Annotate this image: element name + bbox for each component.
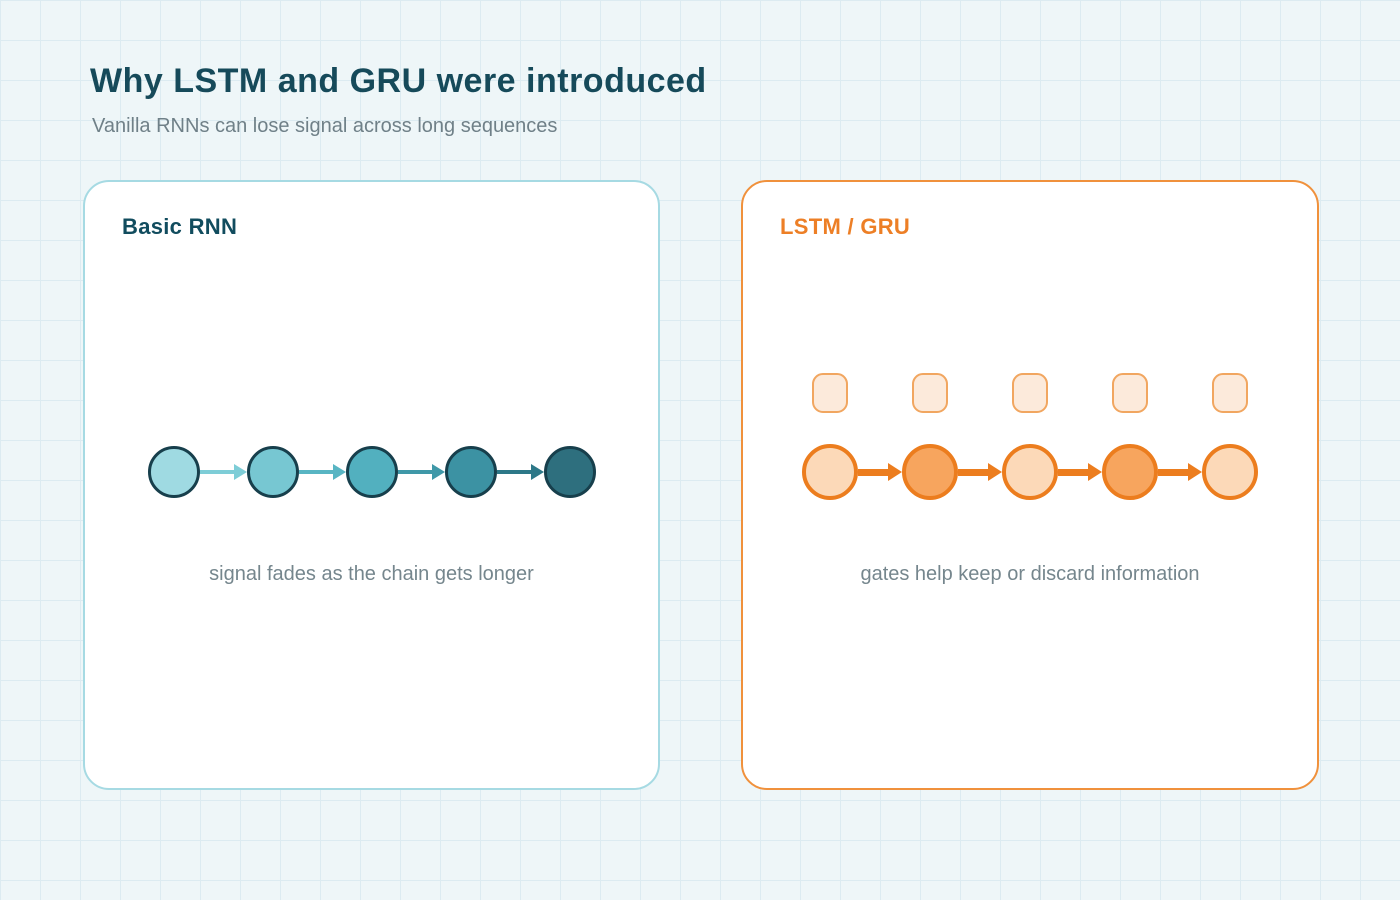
- arrow-shaft: [958, 468, 988, 476]
- gate-cell: [812, 373, 848, 413]
- arrow-shaft: [199, 470, 234, 474]
- page-title: Why LSTM and GRU were introduced: [90, 62, 707, 100]
- lstm-state-node: [1102, 444, 1158, 500]
- gate-cell: [1112, 373, 1148, 413]
- lstm-gru-heading: LSTM / GRU: [780, 214, 911, 239]
- basic-rnn-chain: [85, 446, 658, 498]
- arrow-connector: [1158, 463, 1202, 481]
- gate-cell: [1012, 373, 1048, 413]
- arrow-head-icon: [888, 463, 902, 481]
- arrow-connector: [298, 464, 346, 480]
- arrow-head-icon: [988, 463, 1002, 481]
- arrow-head-icon: [530, 464, 544, 480]
- arrow-connector: [397, 464, 445, 480]
- basic-rnn-heading: Basic RNN: [122, 214, 238, 239]
- rnn-state-node: [246, 446, 299, 498]
- arrow-head-icon: [1188, 463, 1202, 481]
- arrow-connector: [958, 463, 1002, 481]
- basic-rnn-card: Basic RNN signal fades as the chain gets…: [83, 180, 660, 790]
- lstm-state-node: [1202, 444, 1258, 500]
- lstm-state-node: [1002, 444, 1058, 500]
- arrow-shaft: [1158, 468, 1188, 476]
- gate-cell: [912, 373, 948, 413]
- rnn-state-node: [543, 446, 596, 498]
- rnn-state-node: [444, 446, 497, 498]
- lstm-gru-caption: gates help keep or discard information: [860, 563, 1200, 585]
- arrow-shaft: [298, 470, 333, 474]
- lstm-gru-card: LSTM / GRU gates help keep or discard in…: [741, 180, 1319, 790]
- arrow-head-icon: [431, 464, 445, 480]
- gate-row: [743, 373, 1317, 413]
- arrow-connector: [858, 463, 902, 481]
- arrow-shaft: [1058, 468, 1088, 476]
- lstm-gru-chain: [743, 444, 1317, 500]
- arrow-head-icon: [332, 464, 346, 480]
- arrow-shaft: [496, 470, 531, 474]
- basic-rnn-caption: signal fades as the chain gets longer: [209, 563, 534, 585]
- arrow-shaft: [858, 468, 888, 476]
- arrow-shaft: [397, 470, 432, 474]
- page-subtitle: Vanilla RNNs can lose signal across long…: [92, 115, 558, 137]
- gate-cell: [1212, 373, 1248, 413]
- arrow-connector: [496, 464, 544, 480]
- rnn-state-node: [345, 446, 398, 498]
- lstm-state-node: [902, 444, 958, 500]
- lstm-state-node: [802, 444, 858, 500]
- arrow-head-icon: [233, 464, 247, 480]
- rnn-state-node: [147, 446, 200, 498]
- arrow-head-icon: [1088, 463, 1102, 481]
- arrow-connector: [1058, 463, 1102, 481]
- arrow-connector: [199, 464, 247, 480]
